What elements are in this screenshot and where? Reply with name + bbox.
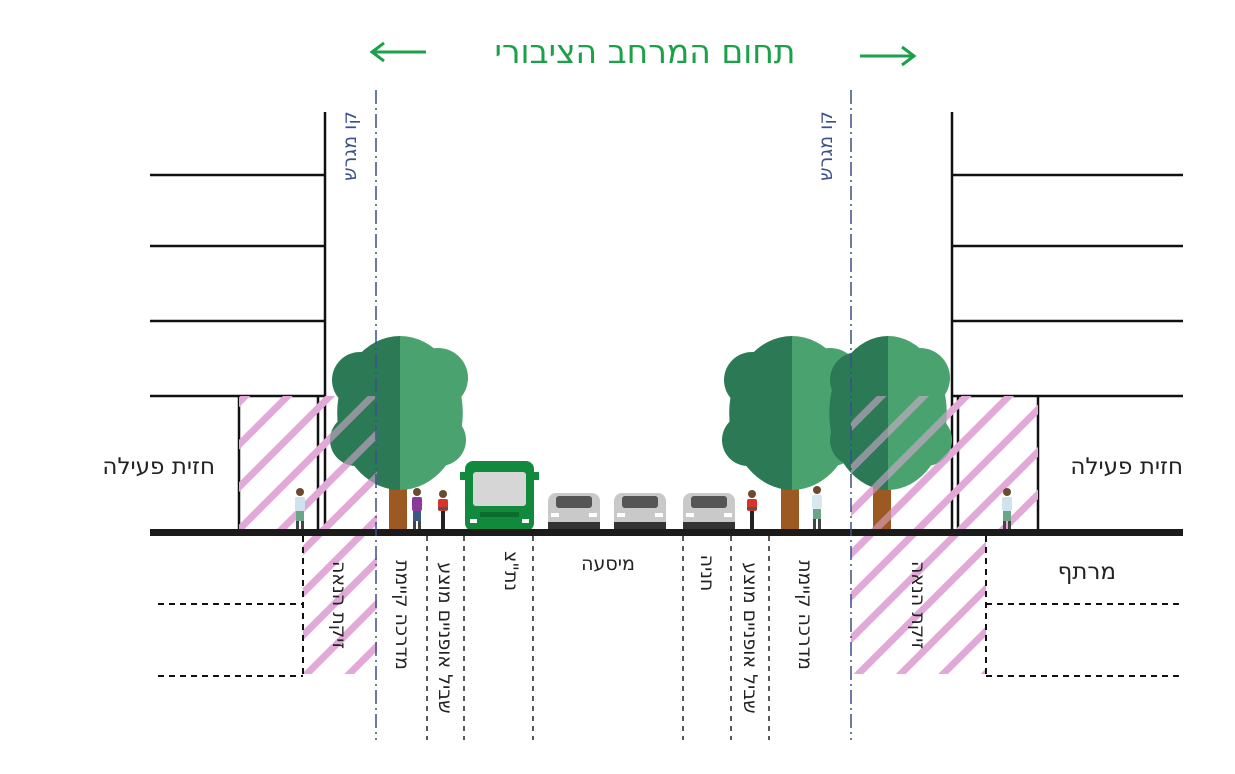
easement-overlay-left xyxy=(318,396,377,532)
bus-icon xyxy=(460,461,539,531)
bike-lane-label-right: שביל אופניים מוצע xyxy=(739,562,761,713)
basement-outline-left xyxy=(158,536,304,677)
pedestrian-icon xyxy=(412,488,422,530)
property-line-label-right: קו מגרש xyxy=(815,111,837,181)
sidewalk-label-right: מדרכה קיימת xyxy=(794,560,816,670)
car-icon xyxy=(548,493,600,530)
easement-below-left xyxy=(303,536,377,674)
title-text: תחום המרחב הציבורי xyxy=(495,32,796,71)
active-frontage-label-right: חזית פעילה xyxy=(1070,454,1183,480)
basement-label: מרתף xyxy=(1058,559,1116,585)
easement-overlay-right xyxy=(851,396,952,532)
lane-dividers xyxy=(426,536,770,740)
arrow-right-icon xyxy=(860,45,917,67)
easement-label-left: זיקת הנאה xyxy=(328,561,350,649)
bus-lane-label: נת"צ xyxy=(500,551,522,591)
easement-below-right xyxy=(851,536,986,674)
car-icon xyxy=(683,493,735,530)
car-icon xyxy=(614,493,666,530)
active-frontage-label-left: חזית פעילה xyxy=(102,454,215,480)
bike-lane-label-left: שביל אופניים מוצע xyxy=(434,562,456,713)
cyclist-icon xyxy=(438,490,448,529)
pedestrian-icon xyxy=(812,486,822,529)
pedestrian-icon xyxy=(1002,488,1012,530)
arrow-left-icon xyxy=(369,41,426,63)
property-line-label-left: קו מגרש xyxy=(339,111,361,181)
easement-label-right: זיקת הנאה xyxy=(907,561,929,649)
sidewalk-label-left: מדרכה קיימת xyxy=(391,560,413,670)
pedestrian-icon xyxy=(295,488,305,530)
basement-outline-right xyxy=(985,536,1180,677)
cyclist-icon xyxy=(747,490,757,529)
parking-label: חניה xyxy=(696,555,718,592)
roadway-label: מיסעה xyxy=(581,553,635,575)
ground-line xyxy=(150,529,1183,536)
